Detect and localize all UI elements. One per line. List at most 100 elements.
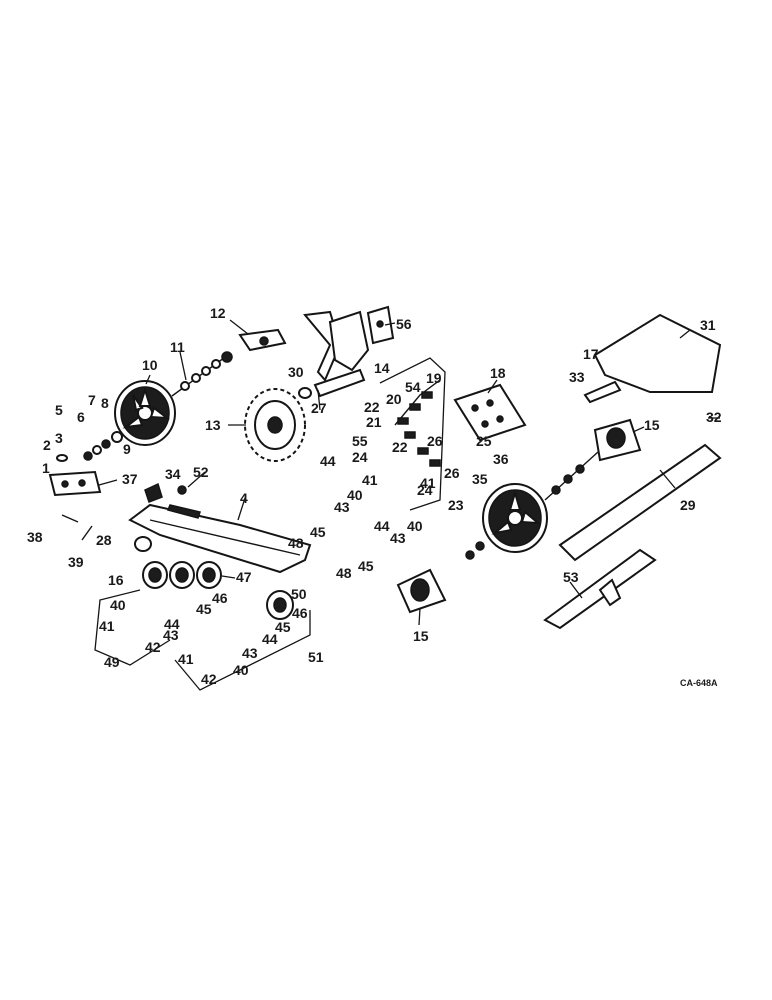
callout-label: 36 [493,451,509,467]
callout-label: 24 [352,449,368,465]
callout-label: 37 [122,471,138,487]
callout-label: 18 [490,365,506,381]
callout-label: 9 [123,441,131,457]
callout-label: 25 [476,433,492,449]
callout-label: 43 [390,530,406,546]
callout-label: 30 [288,364,304,380]
callout-labels: 1 2 3 4 5 6 7 8 9 10 11 12 13 14 15 15 1… [27,305,722,688]
knob [144,482,163,503]
callout-label: 15 [413,628,429,644]
callout-label: 6 [77,409,85,425]
callout-label: 40 [407,518,423,534]
callout-label: 39 [68,554,84,570]
callout-label: 54 [405,379,421,395]
group-outlines [94,357,446,691]
callout-label: 32 [706,409,722,425]
callout-label: 24 [417,482,433,498]
lever-assembly [303,310,370,398]
bearing-housing [238,328,287,352]
callout-label: 40 [347,487,363,503]
callout-label: 41 [362,472,378,488]
callout-label: 49 [104,654,120,670]
plate [366,305,395,345]
callout-label: 23 [448,497,464,513]
chain-assembly [394,379,441,467]
small-hardware [56,431,123,462]
callout-label: 4 [240,490,248,506]
callout-label: 43 [334,499,350,515]
callout-label: 1 [42,460,50,476]
callout-label: 22 [364,399,380,415]
callout-label: 29 [680,497,696,513]
callout-label: 28 [96,532,112,548]
wheel-50 [266,590,294,620]
pillow-block-upper [593,418,642,462]
leader-lines [98,319,720,626]
callout-label: 55 [352,433,368,449]
callout-label: 21 [366,414,382,430]
callout-label: 44 [262,631,278,647]
callout-label: 56 [396,316,412,332]
callout-label: 46 [292,605,308,621]
callout-label: 5 [55,402,63,418]
callout-label: 10 [142,357,158,373]
callout-label: 20 [386,391,402,407]
mount-bracket [583,380,622,404]
callout-label: 31 [700,317,716,333]
callout-label: 17 [583,346,599,362]
callout-label: 34 [165,466,181,482]
callout-label: 41 [420,475,436,491]
callout-label: 43 [242,645,258,661]
callout-label: 26 [444,465,460,481]
callout-label: 40 [110,597,126,613]
main-frame [128,503,312,574]
callout-label: 52 [193,464,209,480]
sprocket [244,388,306,462]
callout-label: 46 [212,590,228,606]
callout-label: 12 [210,305,226,321]
callout-label: 11 [170,339,185,355]
callout-label: 51 [308,649,324,665]
shield-cover [593,313,722,393]
callout-label: 38 [27,529,43,545]
washer-30 [298,387,312,399]
callout-label: 7 [88,392,96,408]
callout-label: 35 [472,471,488,487]
callout-label: 44 [320,453,336,469]
end-bracket [48,470,102,497]
roller [134,536,152,552]
callout-label: 8 [101,395,109,411]
callout-label: 42 [201,671,217,687]
callout-label: 45 [358,558,374,574]
callout-label: 33 [569,369,585,385]
callout-label: 41 [178,651,194,667]
callout-label: 43 [163,627,179,643]
right-wheel [465,451,599,560]
callout-label: 13 [205,417,221,433]
callout-label: 15 [644,417,660,433]
axle-parts [171,351,233,397]
callout-label: 47 [236,569,252,585]
callout-label: 53 [563,569,579,585]
callout-label: 3 [55,430,63,446]
callout-label: 27 [311,400,327,416]
support-arm [543,548,657,630]
callout-label: 44 [374,518,390,534]
callout-label: 41 [99,618,115,634]
callout-label: 16 [108,572,124,588]
callout-label: 26 [427,433,443,449]
callout-label: 45 [196,601,212,617]
callout-label: 45 [310,524,326,540]
callout-label: 2 [43,437,51,453]
callout-label: 44 [164,616,180,632]
chain-plate [453,383,527,442]
callout-label: 50 [291,586,307,602]
callout-label: 19 [426,370,442,386]
gauge-wheels [142,561,222,589]
pillow-block-lower [396,568,447,614]
callout-label: 45 [275,619,291,635]
callout-label: 40 [233,662,249,678]
callout-label: 48 [336,565,352,581]
callout-label: 14 [374,360,390,376]
